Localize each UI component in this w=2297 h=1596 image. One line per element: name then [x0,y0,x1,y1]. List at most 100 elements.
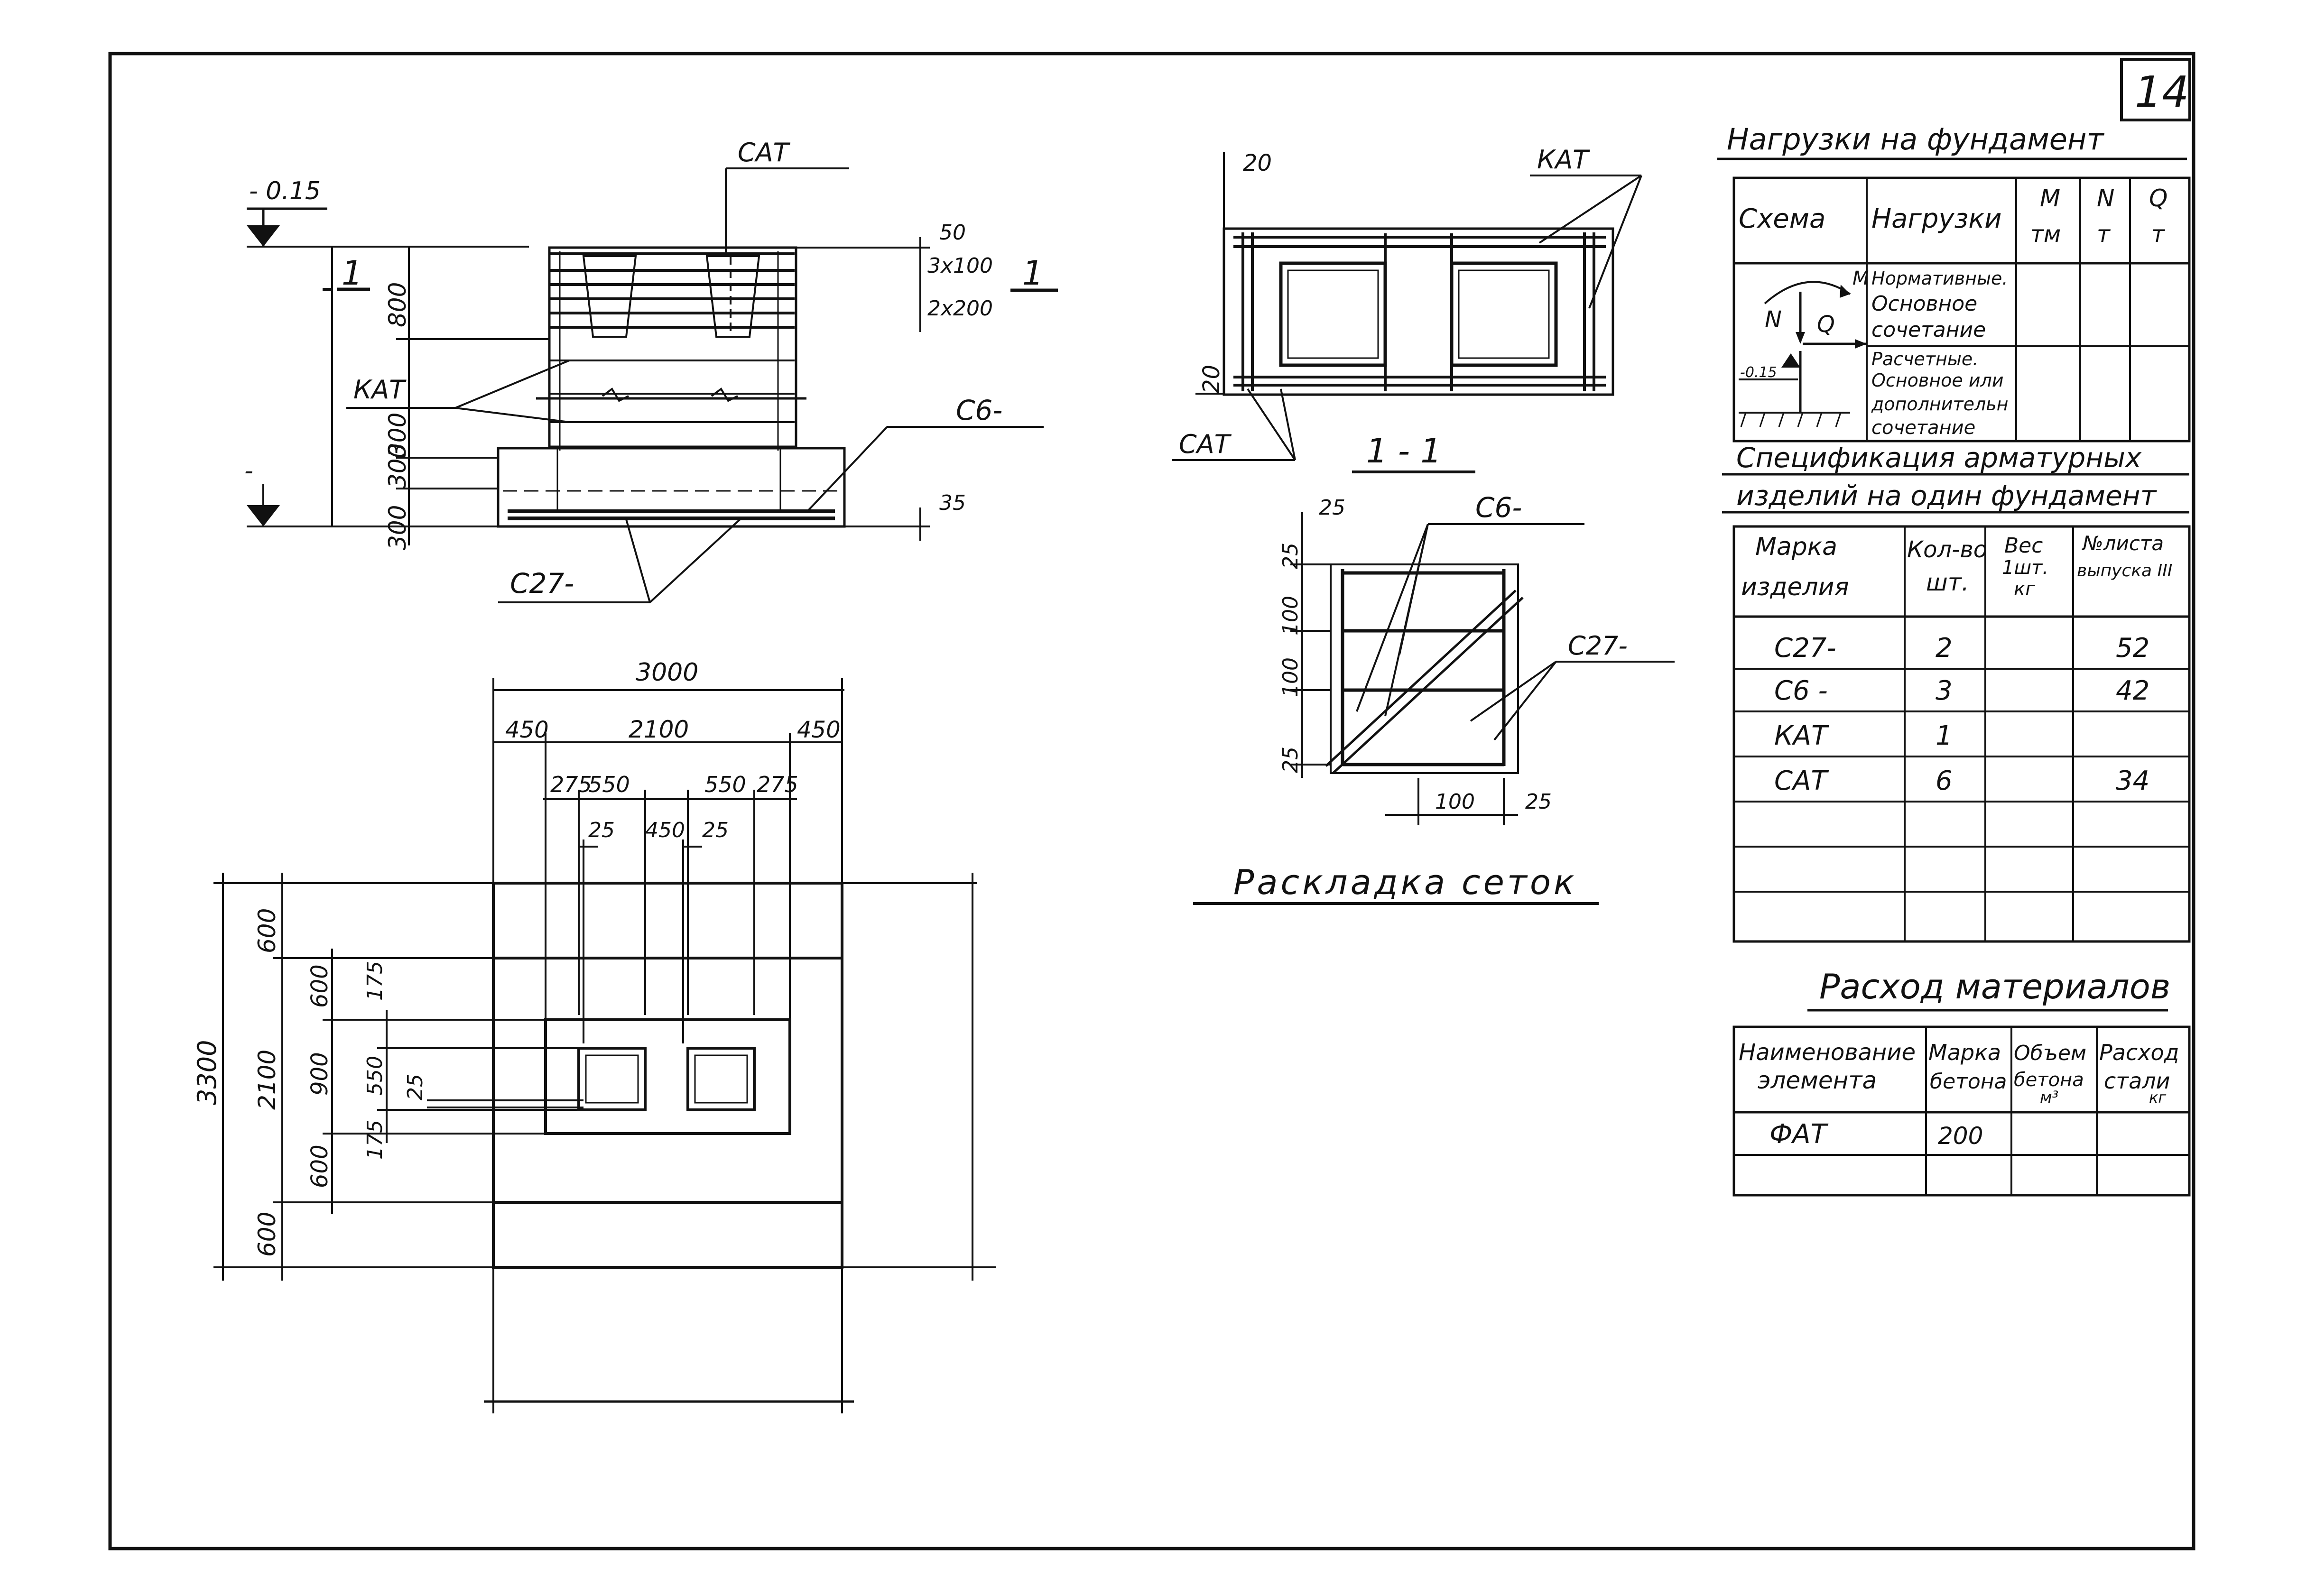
mesh-dim-100-bottom: 100 [1435,790,1475,814]
spec-h-sheet-2: выпуска III [2077,561,2172,581]
schema-n: N [1765,306,1782,333]
plan-dim-2100-top: 2100 [629,716,689,743]
plan-view: 3000 450 2100 450 275 550 550 275 25 450… [192,658,996,1413]
label-c27-front: С27- [510,567,574,600]
spec-table: Спецификация арматурных изделий на один … [1722,442,2191,943]
loads-header-q: Q [2149,185,2167,212]
front-view: - 0.15 - 800 300 300 300 1 [244,138,1058,603]
spec-h-mark-2: изделия [1741,573,1849,601]
label-cat-section: САТ [1179,429,1232,459]
spec-h-qty-1: Кол-во [1907,536,1987,563]
spec-r1-mark: С27- [1774,633,1836,664]
mat-h-grade-1: Марка [1928,1040,2001,1065]
elevation-top: - 0.15 [249,177,321,205]
section-dim-20-side: 20 [1198,365,1225,394]
mat-h-steel-2: стали [2104,1068,2170,1094]
mat-h-steel-1: Расход [2099,1040,2179,1065]
plan-dim-3300: 3300 [192,1040,222,1105]
loads-row1-line1: Нормативные. [1871,268,2008,289]
spec-r2-mark: С6 - [1774,675,1828,706]
section-title: 1 - 1 [1366,432,1442,470]
spec-r3-mark: КАТ [1774,720,1829,751]
dim-50: 50 [939,221,966,245]
schema-m: M [1852,268,1869,289]
label-cat-front: САТ [738,138,791,167]
plan-dim-600-in-a: 600 [306,964,333,1008]
spec-r2-sheet: 42 [2116,675,2149,706]
plan-dim-175-b: 175 [363,1120,387,1160]
loads-header-schema: Схема [1739,203,1825,234]
loads-header-loads: Нагрузки [1871,203,2002,234]
mesh-layout: 100 25 25 25 100 100 25 С6- С27- Расклад… [1193,491,1675,905]
label-c6-mesh: С6- [1475,491,1522,524]
schema-q: Q [1817,311,1835,338]
spec-r4-mark: САТ [1774,766,1829,796]
mesh-dim-25-bottom: 25 [1525,790,1552,814]
loads-header-m: M [2040,185,2060,212]
column [548,246,797,448]
materials-title: Расход материалов [1819,967,2170,1006]
plan-dim-275-right: 275 [757,772,798,797]
plan-dim-25-side: 25 [403,1074,427,1100]
spec-h-wt-1: Вес [2004,534,2043,558]
loads-row2-line4: сочетание [1871,417,1975,439]
plan-dim-2100-side: 2100 [253,1050,281,1110]
mat-h-name-1: Наименование [1739,1039,1916,1066]
loads-title: Нагрузки на фундамент [1727,122,2104,157]
mat-r1-name: ФАТ [1769,1119,1829,1150]
plan-dim-450-left: 450 [505,717,549,743]
spec-h-sheet-1: №листа [2082,532,2164,555]
mat-h-vol-3: м³ [2040,1088,2058,1107]
mat-h-vol-1: Объем [2014,1041,2086,1065]
mat-h-name-2: элемента [1758,1067,1877,1094]
spec-r2-qty: 3 [1936,675,1953,706]
label-kat-front: КАТ [353,375,407,405]
footing [497,447,846,528]
mat-h-steel-3: кг [2149,1089,2166,1107]
elevation-bottom: - [244,457,253,485]
loads-table: Нагрузки на фундамент Схема Нагрузки M N… [1717,122,2191,443]
dim-800: 800 [384,282,411,327]
mat-h-vol-2: бетона [2014,1069,2084,1091]
schema-elev: -0.15 [1740,364,1777,381]
plan-dim-900: 900 [306,1052,333,1096]
loads-unit-q: т [2151,221,2166,248]
spec-r4-qty: 6 [1936,766,1953,796]
plan-dim-550-a: 550 [588,772,630,797]
plan-dim-600-bottom: 600 [253,1212,281,1257]
mesh-dim-100-a: 100 [1278,596,1303,636]
plan-dim-175-a: 175 [363,961,387,1001]
sheet-number: 14 [2135,67,2189,117]
label-c6-front: С6- [956,394,1002,426]
section-mark-right: 1 [1022,254,1044,293]
spec-r3-qty: 1 [1936,720,1953,751]
spec-h-wt-2: 1шт. [2002,557,2048,579]
plan-column [544,1018,791,1135]
plan-dim-550-side: 550 [363,1056,387,1096]
spec-r4-sheet: 34 [2116,766,2149,796]
mat-h-grade-2: бетона [1930,1070,2007,1094]
spec-h-wt-3: кг [2014,578,2036,600]
dim-300-a: 300 [384,443,411,489]
spec-r1-qty: 2 [1936,633,1953,664]
loads-row2-line2: Основное или [1871,370,2004,391]
mesh-dim-25-a: 25 [1278,543,1303,569]
spec-h-qty-2: шт. [1926,569,1969,596]
loads-row1-line3: сочетание [1871,318,1986,342]
materials-table: Расход материалов Наименование элемента … [1732,967,2191,1197]
spec-title-line1: Спецификация арматурных [1736,442,2142,474]
plan-dim-450-right: 450 [797,717,841,743]
plan-dim-600-in-b: 600 [306,1144,333,1188]
spec-r1-sheet: 52 [2116,633,2149,664]
plan-dim-25-b: 25 [702,818,729,842]
mesh-dim-100-b: 100 [1278,657,1303,697]
spec-title-line2: изделий на один фундамент [1736,480,2158,512]
loads-unit-m: тм [2030,221,2061,248]
loads-row2-line3: дополнительн [1871,394,2009,415]
section-mark-left: 1 [342,254,363,293]
mesh-dim-25-top: 25 [1319,496,1345,520]
mat-r1-grade: 200 [1938,1122,1983,1150]
label-c27-mesh: С27- [1568,631,1628,661]
mesh-dim-25-b: 25 [1278,747,1303,773]
